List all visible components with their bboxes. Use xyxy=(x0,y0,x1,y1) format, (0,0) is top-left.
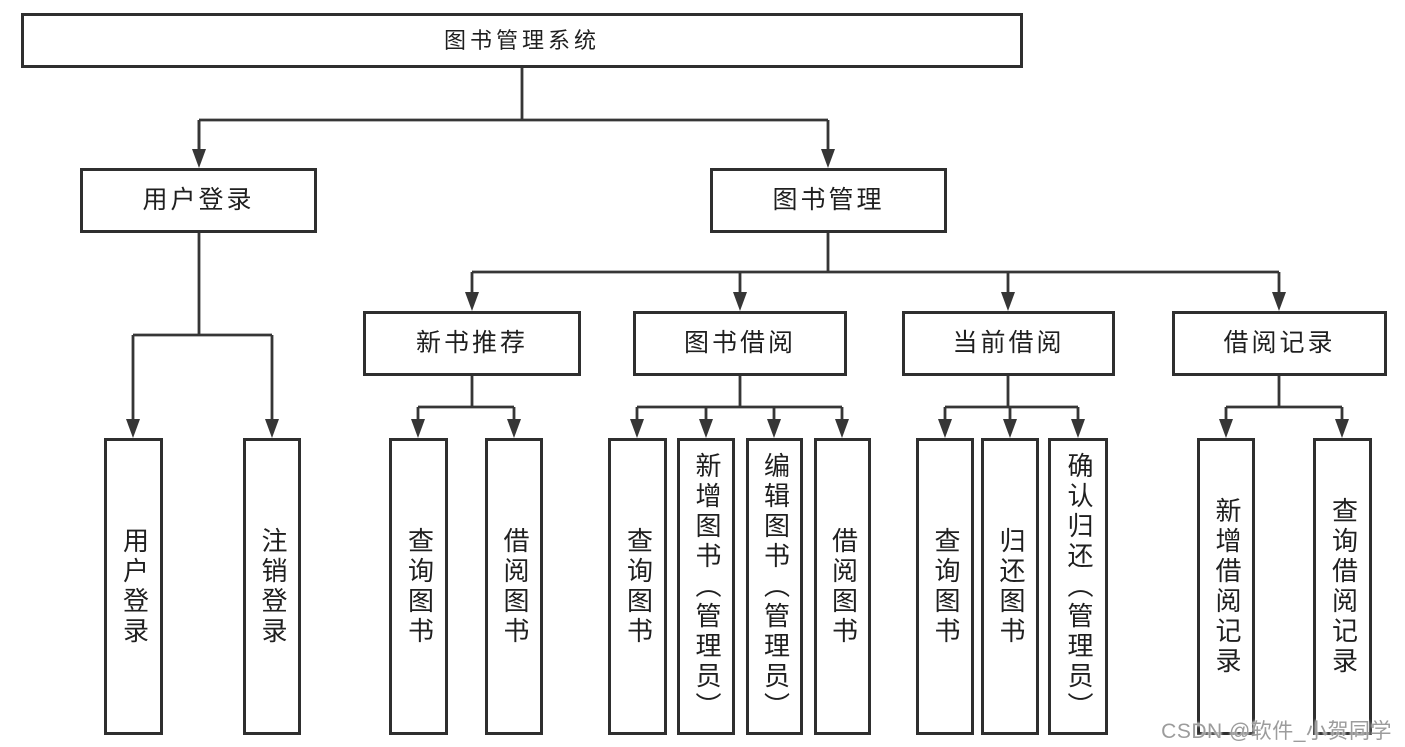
leaf-user-login: 用户登录 xyxy=(104,438,163,735)
leaf-edit-books-admin: 编辑图书（管理员） xyxy=(746,438,803,735)
node-borrowing-records: 借阅记录 xyxy=(1172,311,1387,376)
leaf-return-books: 归还图书 xyxy=(981,438,1039,735)
node-book-management: 图书管理 xyxy=(710,168,947,233)
leaf-add-borrow-record: 新增借阅记录 xyxy=(1197,438,1255,735)
leaf-query-borrow-record: 查询借阅记录 xyxy=(1313,438,1372,735)
node-user-login: 用户登录 xyxy=(80,168,317,233)
leaf-current-query-books: 查询图书 xyxy=(916,438,974,735)
node-new-book-recommend: 新书推荐 xyxy=(363,311,581,376)
node-library-management-system: 图书管理系统 xyxy=(21,13,1023,68)
leaf-logout: 注销登录 xyxy=(243,438,301,735)
node-current-borrowing: 当前借阅 xyxy=(902,311,1115,376)
leaf-borrow-borrow-books: 借阅图书 xyxy=(814,438,871,735)
leaf-newrec-query-books: 查询图书 xyxy=(389,438,448,735)
leaf-confirm-return-admin: 确认归还（管理员） xyxy=(1048,438,1108,735)
node-book-borrowing: 图书借阅 xyxy=(633,311,847,376)
csdn-watermark: CSDN @软件_小贺同学 xyxy=(1161,720,1392,743)
leaf-add-books-admin: 新增图书（管理员） xyxy=(677,438,735,735)
leaf-newrec-borrow-books: 借阅图书 xyxy=(485,438,543,735)
leaf-borrow-query-books: 查询图书 xyxy=(608,438,667,735)
arrow-down-icon xyxy=(126,149,1349,438)
